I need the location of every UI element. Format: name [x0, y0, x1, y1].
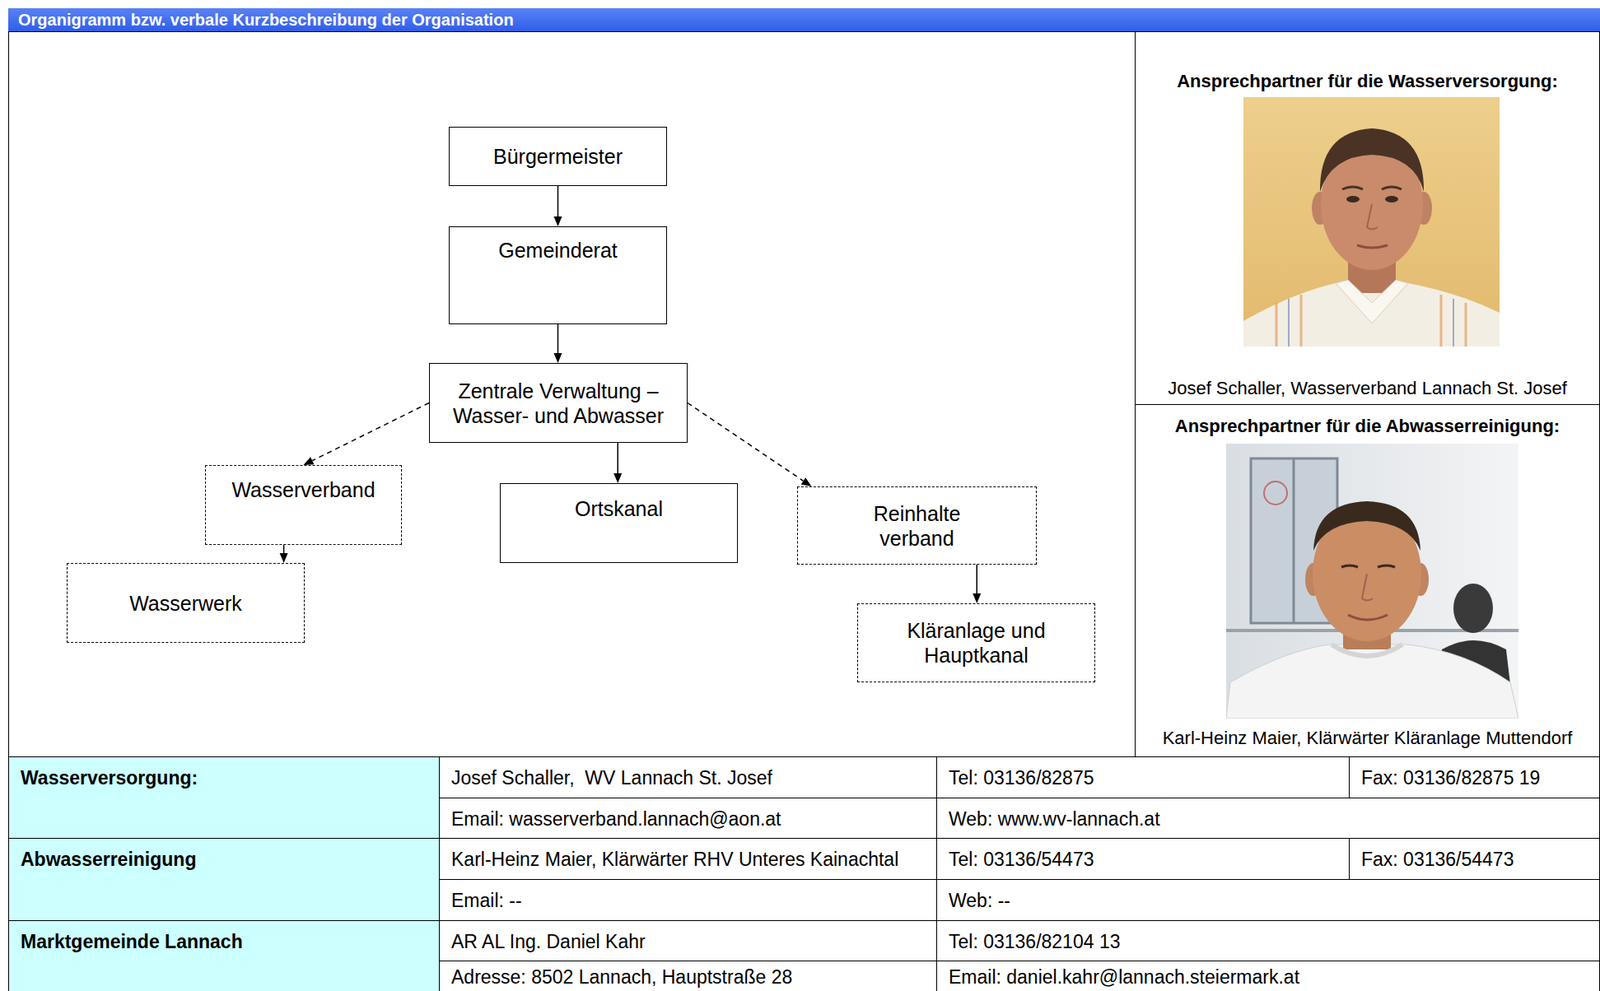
box-text: Zentrale Verwaltung – Wasser- und Abwass…	[438, 378, 679, 429]
connector	[554, 186, 563, 227]
photo-caption: Josef Schaller, Wasserverband Lannach St…	[1136, 377, 1599, 400]
box-text: Kläranlage und Hauptkanal	[881, 618, 1072, 668]
dashed-org-box: Wasserwerk	[66, 563, 305, 644]
connector-line	[976, 564, 979, 594]
cell-text: Tel: 03136/82104 13	[948, 931, 1593, 953]
title-text: Organigramm bzw. verbale Kurzbeschreibun…	[18, 8, 514, 32]
connector	[279, 545, 289, 564]
table-cell: Tel: 03136/82104 13	[936, 920, 1600, 961]
connector-line	[312, 403, 430, 462]
connector	[303, 403, 430, 467]
box-text: Reinhalte verband	[855, 501, 980, 551]
cell-text: AR AL Ing. Daniel Kahr	[451, 931, 930, 953]
table-cell: Josef Schaller, WV Lannach St. Josef	[438, 756, 937, 798]
connector-line	[616, 443, 619, 474]
table-cell: Email: daniel.kahr@lannach.steiermark.at	[936, 960, 1600, 991]
dashed-org-box: Kläranlage und Hauptkanal	[857, 603, 1096, 683]
arrow-head	[613, 473, 622, 484]
table-cell: Karl-Heinz Maier, Klärwärter RHV Unteres…	[438, 838, 937, 880]
cell-text: Email: wasserverband.lannach@aon.at	[451, 808, 930, 831]
row-heading: Wasserversorgung:	[20, 767, 433, 789]
connector	[554, 324, 563, 364]
portrait-photo	[1243, 97, 1500, 347]
org-box: Zentrale Verwaltung – Wasser- und Abwass…	[429, 363, 688, 444]
cell-text: Adresse: 8502 Lannach, Hauptstraße 28	[451, 966, 930, 989]
cell-text: Josef Schaller, WV Lannach St. Josef	[451, 767, 930, 789]
table-cell: Adresse: 8502 Lannach, Hauptstraße 28	[438, 960, 937, 991]
arrow-head	[279, 553, 289, 564]
connector-line	[557, 186, 560, 217]
connector-line	[283, 545, 285, 554]
dashed-org-box: Wasserverband	[205, 465, 402, 546]
table-cell: AR AL Ing. Daniel Kahr	[438, 920, 937, 961]
cell-text: Web: www.wv-lannach.at	[948, 808, 1593, 831]
box-text: Ortskanal	[574, 496, 663, 522]
table-cell: Tel: 03136/82875	[936, 756, 1349, 798]
connector-line	[687, 403, 804, 482]
table-cell: Tel: 03136/54473	[936, 838, 1349, 880]
cell-text: Karl-Heinz Maier, Klärwärter RHV Unteres…	[451, 848, 930, 871]
org-box: Bürgermeister	[448, 126, 668, 187]
row-heading: Abwasserreinigung	[20, 848, 433, 871]
photo-caption: Karl-Heinz Maier, Klärwärter Kläranlage …	[1136, 727, 1599, 750]
connector	[613, 443, 622, 484]
cell-text: Fax: 03136/82875 19	[1361, 767, 1593, 789]
box-text: Bürgermeister	[493, 144, 623, 169]
arrow-head	[554, 353, 563, 364]
cell-text: Fax: 03136/54473	[1361, 848, 1593, 871]
box-text: Gemeinderat	[498, 237, 618, 263]
cell-text: Email: daniel.kahr@lannach.steiermark.at	[948, 966, 1593, 989]
contact-heading: Ansprechpartner für die Wasserversorgung…	[1136, 70, 1599, 93]
connector	[687, 403, 812, 488]
dashed-org-box: Reinhalte verband	[797, 486, 1037, 565]
org-box: Gemeinderat	[448, 226, 668, 325]
connector-line	[557, 324, 560, 354]
table-cell: Email: wasserverband.lannach@aon.at	[438, 797, 937, 839]
table-cell: Web: www.wv-lannach.at	[936, 797, 1600, 839]
arrow-head	[972, 593, 981, 604]
cell-text: Tel: 03136/82875	[948, 767, 1343, 789]
box-text: Wasserwerk	[129, 591, 243, 616]
org-box: Ortskanal	[499, 483, 738, 564]
table-header-cell: Abwasserreinigung	[8, 838, 439, 921]
table-cell: Fax: 03136/54473	[1348, 838, 1600, 880]
table-cell: Web: --	[936, 879, 1600, 921]
table-cell: Email: --	[438, 879, 937, 921]
connector	[972, 564, 981, 604]
arrow-head	[554, 216, 563, 227]
cell-text: Tel: 03136/54473	[948, 848, 1343, 871]
box-text: Wasserverband	[231, 477, 375, 503]
cell-text: Web: --	[948, 890, 1593, 912]
cell-text: Email: --	[451, 890, 930, 912]
divider-line	[1134, 404, 1600, 406]
contact-heading: Ansprechpartner für die Abwasserreinigun…	[1136, 415, 1599, 438]
row-heading: Marktgemeinde Lannach	[20, 931, 433, 953]
table-header-cell: Wasserversorgung:	[8, 756, 439, 839]
divider-line	[1134, 31, 1136, 757]
portrait-photo	[1226, 443, 1519, 719]
arrow-head	[801, 477, 812, 487]
table-header-cell: Marktgemeinde Lannach	[8, 920, 439, 991]
table-cell: Fax: 03136/82875 19	[1348, 756, 1600, 798]
